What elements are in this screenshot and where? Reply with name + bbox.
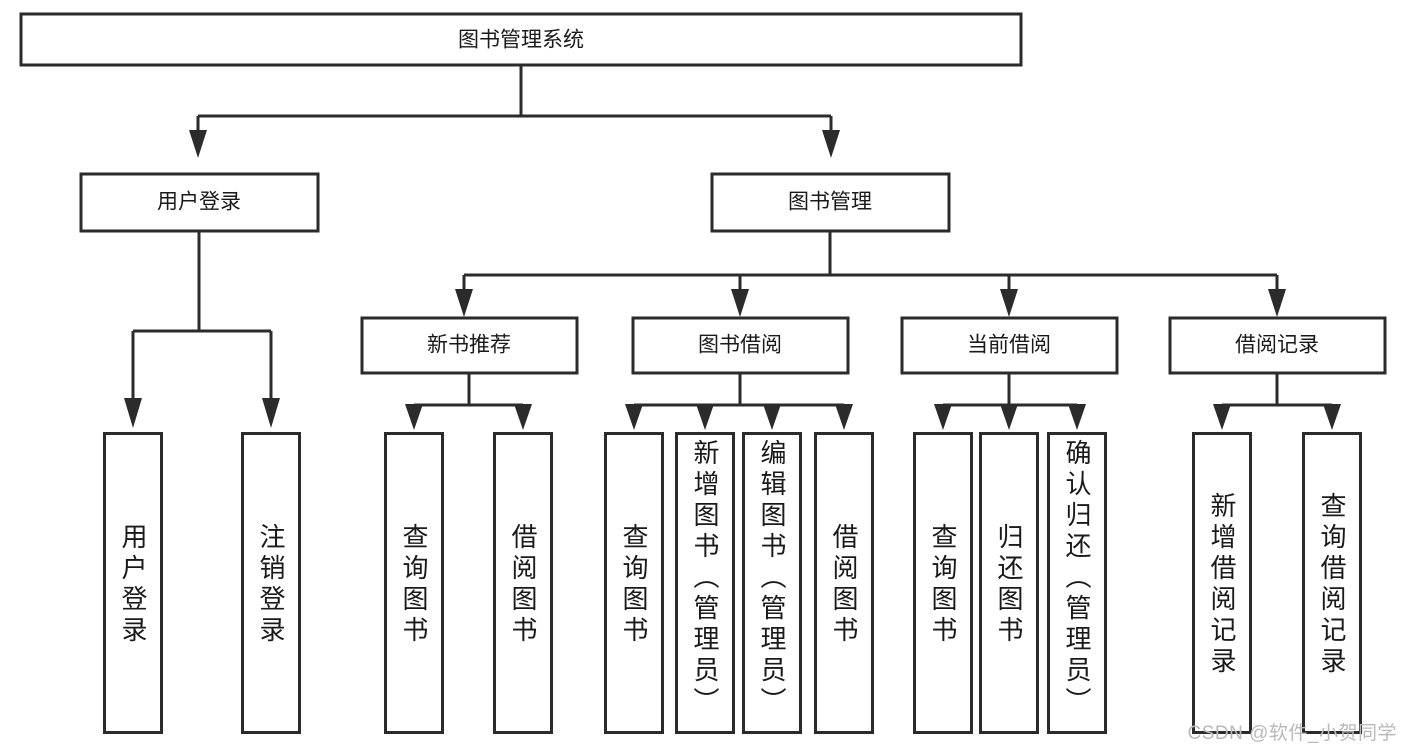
arrow-leaf-return-book [1000, 404, 1018, 430]
arrow-leaf-logout-login [262, 398, 280, 428]
leaf-logout-login-label: 注销登录 [256, 523, 286, 647]
node-book-manage-label: 图书管理 [788, 191, 872, 214]
leaf-add-record-label: 新增借阅记录 [1207, 492, 1237, 678]
leaf-borrow-book-2-label: 借阅图书 [829, 523, 859, 647]
arrow-to-current-borrow [1000, 289, 1018, 317]
leaf-user-login-label: 用户登录 [118, 523, 148, 647]
node-book-borrow-label: 图书借阅 [698, 334, 782, 357]
node-borrow-record[interactable]: 借阅记录 [1168, 316, 1387, 375]
arrow-to-borrow-record [1268, 289, 1286, 317]
leaf-add-record[interactable]: 新增借阅记录 [1192, 432, 1252, 734]
leaf-confirm-return-label: 确认归还（管理员） [1062, 439, 1092, 718]
arrow-to-book-borrow [731, 289, 749, 317]
node-root[interactable]: 图书管理系统 [19, 12, 1023, 67]
node-new-book-rec-rect [360, 316, 579, 375]
arrow-leaf-query-record [1323, 404, 1341, 430]
leaf-logout-login[interactable]: 注销登录 [241, 432, 301, 734]
arrow-leaf-query-book-2 [625, 404, 643, 430]
leaf-edit-book-label: 编辑图书（管理员） [757, 439, 787, 718]
leaf-confirm-return[interactable]: 确认归还（管理员） [1047, 432, 1107, 734]
arrow-leaf-edit-book [763, 404, 781, 430]
leaf-return-book[interactable]: 归还图书 [979, 432, 1039, 734]
leaf-edit-book[interactable]: 编辑图书（管理员） [742, 432, 802, 734]
node-book-manage[interactable]: 图书管理 [710, 172, 951, 233]
node-book-borrow[interactable]: 图书借阅 [631, 316, 850, 375]
leaf-query-book-1[interactable]: 查询图书 [384, 432, 444, 734]
node-user-login-rect [79, 172, 320, 233]
leaf-query-record[interactable]: 查询借阅记录 [1302, 432, 1362, 734]
node-book-borrow-rect [631, 316, 850, 375]
node-user-login-label: 用户登录 [157, 191, 241, 214]
arrow-leaf-query-book-3 [934, 404, 952, 430]
leaf-borrow-book-2[interactable]: 借阅图书 [814, 432, 874, 734]
leaf-query-record-label: 查询借阅记录 [1317, 492, 1347, 678]
leaf-borrow-book-1[interactable]: 借阅图书 [493, 432, 553, 734]
leaf-user-login[interactable]: 用户登录 [103, 432, 163, 734]
node-borrow-record-label: 借阅记录 [1235, 334, 1319, 357]
arrow-to-book-manage [822, 130, 840, 158]
node-root-rect [19, 12, 1023, 67]
node-current-borrow-label: 当前借阅 [967, 334, 1051, 357]
leaf-add-book-label: 新增图书（管理员） [690, 439, 720, 718]
leaf-return-book-label: 归还图书 [994, 523, 1024, 647]
leaf-add-book[interactable]: 新增图书（管理员） [675, 432, 735, 734]
arrow-leaf-add-book [696, 404, 714, 430]
leaf-query-book-1-label: 查询图书 [399, 523, 429, 647]
node-new-book-rec-label: 新书推荐 [427, 334, 511, 357]
node-root-label: 图书管理系统 [458, 29, 584, 52]
arrow-leaf-borrow-book-2 [835, 404, 853, 430]
node-user-login[interactable]: 用户登录 [79, 172, 320, 233]
node-current-borrow[interactable]: 当前借阅 [900, 316, 1119, 375]
arrow-leaf-query-book-1 [405, 404, 423, 430]
leaf-query-book-2[interactable]: 查询图书 [604, 432, 664, 734]
arrow-leaf-add-record [1213, 404, 1231, 430]
arrow-to-new-book-rec [455, 289, 473, 317]
node-book-manage-rect [710, 172, 951, 233]
leaf-query-book-3[interactable]: 查询图书 [913, 432, 973, 734]
node-new-book-rec[interactable]: 新书推荐 [360, 316, 579, 375]
csdn-watermark: CSDN @软件_小贺同学 [1187, 723, 1397, 744]
leaf-borrow-book-1-label: 借阅图书 [508, 523, 538, 647]
node-borrow-record-rect [1168, 316, 1387, 375]
leaf-query-book-2-label: 查询图书 [619, 523, 649, 647]
arrow-to-user-login [189, 130, 207, 158]
leaf-query-book-3-label: 查询图书 [928, 523, 958, 647]
arrow-leaf-borrow-book-1 [514, 404, 532, 430]
arrow-leaf-user-login [124, 398, 142, 428]
arrow-leaf-confirm-return [1068, 404, 1086, 430]
